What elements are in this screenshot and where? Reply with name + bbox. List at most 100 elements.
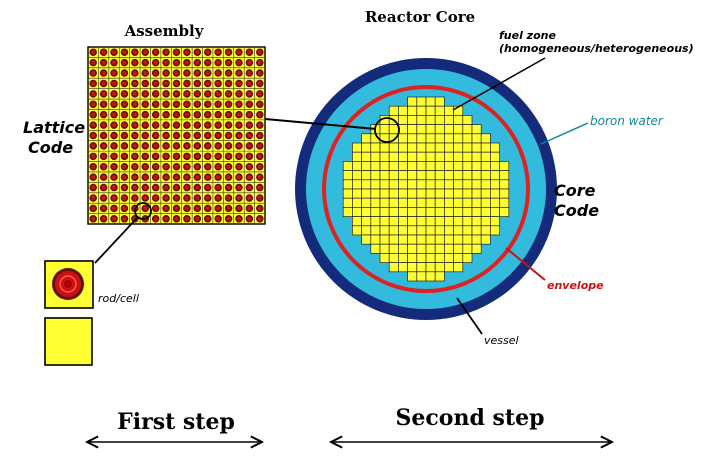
core-assembly-cell [388, 243, 399, 254]
fuel-pin-core [164, 123, 169, 128]
fuel-pin-core [153, 143, 158, 148]
core-assembly-cell [425, 188, 436, 199]
fuel-pin-core [216, 216, 221, 221]
core-assembly-cell [490, 142, 500, 153]
core-assembly-cell [462, 207, 473, 217]
core-assembly-cell [462, 115, 473, 125]
fuel-pin-core [101, 143, 106, 148]
core-assembly-cell [407, 216, 418, 227]
fuel-pin-core [205, 123, 210, 128]
core-assembly-cell [434, 151, 445, 162]
core-assembly-cell [490, 179, 500, 190]
core-assembly-cell [471, 179, 482, 190]
fuel-pin-core [91, 102, 96, 107]
fuel-pin-core [236, 216, 242, 221]
fuel-pin-core [111, 133, 117, 138]
fuel-pin-core [226, 216, 231, 221]
fuel-pin-core [164, 133, 169, 138]
fuel-pin-core [132, 81, 137, 86]
core-assembly-cell [398, 161, 408, 171]
core-code-label-line2: Code [554, 201, 599, 220]
core-assembly-cell [379, 124, 390, 135]
assembly-to-cell-line [94, 217, 138, 264]
core-assembly-cell [416, 243, 427, 254]
fuel-pin-core [153, 102, 158, 107]
fuel-pin-core [174, 91, 179, 96]
fuel-pin-core [174, 164, 179, 169]
core-assembly-cell [480, 188, 491, 199]
fuel-pin-core [184, 133, 189, 138]
core-assembly-cell [388, 225, 399, 236]
fuel-pin-core [174, 123, 179, 128]
rod-ring [59, 275, 77, 293]
core-assembly-cell [398, 234, 408, 245]
fuel-pin-core [236, 164, 242, 169]
fuel-pin-core [111, 175, 117, 180]
core-assembly-cell [361, 188, 372, 199]
core-assembly-cell [388, 142, 399, 153]
core-assembly-cell [434, 207, 445, 217]
fuel-pin-core [205, 206, 210, 211]
fuel-pin-core [164, 70, 169, 76]
fuel-pin-core [247, 91, 252, 96]
core-assembly-cell [416, 271, 427, 282]
core-assembly-cell [453, 234, 464, 245]
first-step-label: First step [117, 409, 235, 435]
core-assembly-cell [370, 225, 381, 236]
fuel-pin-core [122, 60, 127, 65]
fuel-pin-core [132, 50, 137, 55]
fuel-pin-core [122, 102, 127, 107]
fuel-pin-core [236, 133, 242, 138]
core-assembly-cell [416, 234, 427, 245]
fuel-pin-core [257, 185, 262, 190]
core-assembly-cell [388, 262, 399, 273]
fuel-pin-core [216, 60, 221, 65]
core-assembly-cell [453, 179, 464, 190]
core-assembly-cell [444, 188, 454, 199]
core-assembly-cell [416, 133, 427, 144]
fuel-pin-core [101, 70, 106, 76]
fuel-pin-core [184, 112, 189, 117]
fuel-pin-core [247, 112, 252, 117]
core-assembly-cell [480, 197, 491, 208]
core-assembly-cell [398, 142, 408, 153]
core-assembly-cell [370, 188, 381, 199]
core-assembly-cell [425, 197, 436, 208]
fuel-pin-core [153, 91, 158, 96]
fuel-pin-core [236, 143, 242, 148]
fuel-pin-core [164, 195, 169, 201]
fuel-pin-core [111, 195, 117, 201]
boron-water-pointer [540, 122, 589, 145]
fuel-pin-core [247, 70, 252, 76]
fuel-pin-core [236, 123, 242, 128]
fuel-pin-core [205, 143, 210, 148]
lattice-code-label-line1: Lattice [23, 118, 85, 137]
core-assembly-cell [407, 179, 418, 190]
fuel-pin-core [195, 164, 200, 169]
fuel-pin-core [174, 195, 179, 201]
fuel-pin-core [91, 133, 96, 138]
fuel-pin-core [153, 206, 158, 211]
fuel-pin-core [101, 50, 106, 55]
core-assembly-cell [398, 216, 408, 227]
fuel-pin-core [184, 154, 189, 159]
fuel-pin-core [122, 70, 127, 76]
fuel-pin-core [143, 154, 148, 159]
fuel-pin-core [153, 123, 158, 128]
core-assembly-cell [434, 115, 445, 125]
core-assembly-cell [416, 161, 427, 171]
core-assembly-cell [434, 124, 445, 135]
core-assembly-cell [462, 216, 473, 227]
fuel-pin-core [205, 216, 210, 221]
fuel-pin-core [101, 112, 106, 117]
core-assembly-cell [453, 151, 464, 162]
fuel-pin-core [174, 50, 179, 55]
core-assembly-cell [352, 161, 362, 171]
core-assembly-cell [471, 188, 482, 199]
fuel-pin-core [257, 206, 262, 211]
core-assembly-cell [361, 133, 372, 144]
fuel-pin-core [184, 60, 189, 65]
core-assembly-circle [374, 117, 400, 143]
fuel-pin-core [101, 206, 106, 211]
core-assembly-cell [462, 124, 473, 135]
